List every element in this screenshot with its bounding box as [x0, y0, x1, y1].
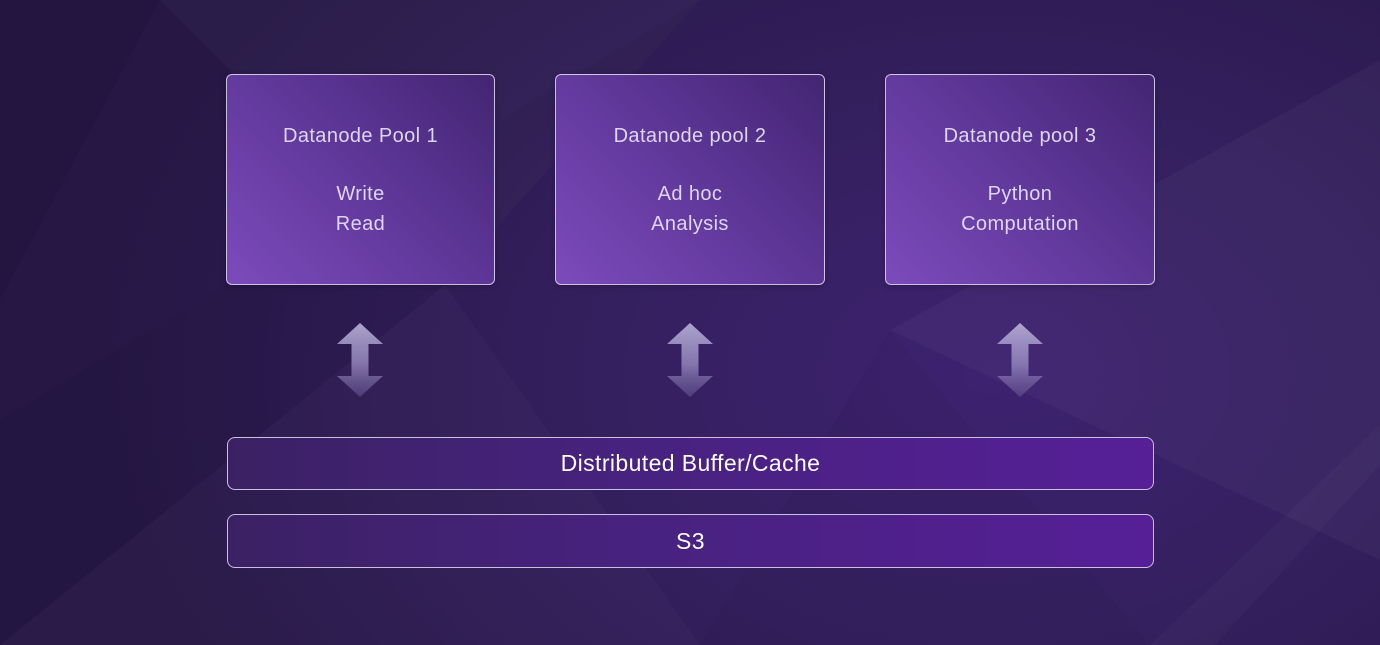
- up-down-arrow-icon: [997, 323, 1043, 397]
- pool-title: Datanode Pool 1: [282, 124, 438, 147]
- up-down-arrow-icon: [667, 323, 713, 397]
- pool-workload-line: Python: [987, 182, 1053, 205]
- datanode-pool-2-box: Datanode pool 2 Ad hoc Analysis: [555, 74, 825, 285]
- datanode-pool-3-box: Datanode pool 3 Python Computation: [885, 74, 1155, 285]
- pool-workload-line: Computation: [961, 212, 1079, 235]
- pool-title: Datanode pool 2: [613, 124, 767, 147]
- distributed-buffer-cache-layer: Distributed Buffer/Cache: [227, 437, 1154, 490]
- layer-label: S3: [676, 527, 705, 554]
- layer-label: Distributed Buffer/Cache: [560, 450, 821, 476]
- datanode-pool-1-box: Datanode Pool 1 Write Read: [226, 74, 495, 285]
- pool-workload-line: Ad hoc: [657, 182, 723, 205]
- pool-title: Datanode pool 3: [943, 124, 1097, 147]
- pool-workload-line: Read: [335, 212, 386, 235]
- pool-workload-line: Analysis: [651, 212, 729, 235]
- up-down-arrow-icon: [337, 323, 383, 397]
- pool-workload-line: Write: [336, 182, 385, 205]
- s3-layer: S3: [227, 514, 1154, 568]
